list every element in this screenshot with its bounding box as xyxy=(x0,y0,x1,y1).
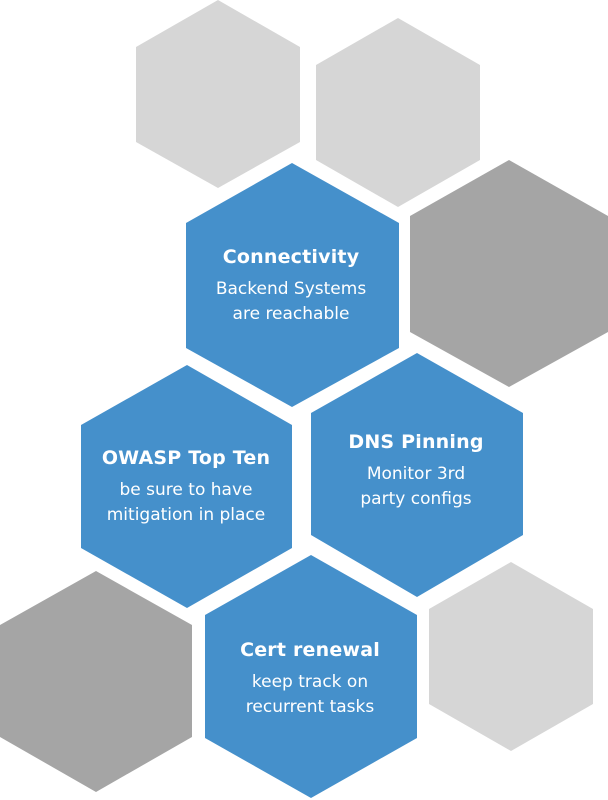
hexagon-connectivity xyxy=(186,163,399,407)
label-connectivity: Connectivity Backend Systems are reachab… xyxy=(216,245,366,327)
title-dns-pinning: DNS Pinning xyxy=(348,431,484,453)
body-line-cert-renewal-2: recurrent tasks xyxy=(245,697,375,717)
label-owasp: OWASP Top Ten be sure to have mitigation… xyxy=(102,446,270,528)
hexagon-deco-bottom-right xyxy=(429,562,593,751)
hexagon-cert-renewal xyxy=(205,555,417,798)
body-line-dns-pinning-2: party configs xyxy=(360,489,472,509)
hexagon-deco-top-right xyxy=(316,18,480,207)
title-owasp: OWASP Top Ten xyxy=(101,447,271,469)
hexagon-deco-top-left xyxy=(136,0,300,188)
hexagon-deco-bottom-left xyxy=(0,571,192,792)
body-line-connectivity-1: Backend Systems xyxy=(215,279,367,299)
body-line-connectivity-2: are reachable xyxy=(232,304,350,324)
title-cert-renewal: Cert renewal xyxy=(240,639,380,661)
label-dns-pinning: DNS Pinning Monitor 3rd party configs xyxy=(348,430,483,512)
hexagon-deco-mid-right xyxy=(410,160,608,387)
hexagon-dns-pinning xyxy=(311,353,523,597)
body-line-dns-pinning-1: Monitor 3rd xyxy=(366,464,466,484)
body-line-owasp-1: be sure to have xyxy=(119,480,253,500)
title-connectivity: Connectivity xyxy=(222,246,360,268)
body-line-cert-renewal-1: keep track on xyxy=(251,672,369,692)
body-line-owasp-2: mitigation in place xyxy=(106,505,266,525)
label-cert-renewal: Cert renewal keep track on recurrent tas… xyxy=(240,638,380,720)
hexagon-owasp xyxy=(81,365,292,608)
